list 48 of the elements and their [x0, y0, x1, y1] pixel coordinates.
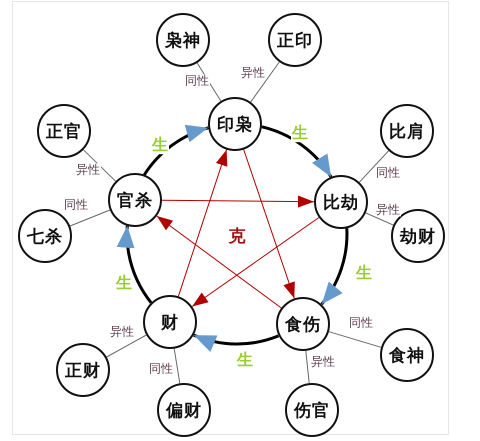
sub-element-circle: 正印 — [268, 13, 322, 67]
sub-element-circle: 七杀 — [18, 209, 72, 263]
edge-label: 同性 — [63, 198, 89, 212]
edge-label: 生 — [151, 136, 169, 154]
curved-arrow — [193, 334, 279, 352]
element-circle: 食伤 — [276, 297, 330, 351]
edge-label: 同性 — [184, 74, 210, 88]
arrow — [162, 196, 314, 208]
edge-label: 异性 — [240, 66, 266, 80]
connector-line — [328, 331, 382, 348]
element-circle: 官杀 — [108, 173, 162, 227]
edge-label: 异性 — [310, 355, 336, 369]
curved-arrow — [143, 126, 209, 176]
connector-line — [358, 150, 390, 183]
connector-line — [305, 350, 310, 384]
sub-element-circle: 正财 — [56, 343, 110, 397]
connector-line — [250, 62, 280, 102]
element-circle: 财 — [143, 295, 197, 349]
connector-line — [82, 149, 116, 182]
arrow — [156, 216, 282, 308]
edge-label: 生 — [355, 264, 373, 282]
edge-label: 同性 — [375, 166, 401, 180]
sub-element-circle: 偏财 — [157, 383, 211, 437]
edge-label: 异性 — [109, 325, 135, 339]
edge-label: 异性 — [375, 203, 401, 217]
connector-line — [174, 348, 180, 384]
arrow — [178, 149, 228, 297]
sub-element-circle: 食神 — [380, 328, 434, 382]
curved-arrow — [118, 226, 152, 304]
sub-element-circle: 比肩 — [380, 104, 434, 158]
sub-element-circle: 正官 — [37, 104, 91, 158]
element-circle: 印枭 — [208, 97, 262, 151]
edge-label: 异性 — [75, 163, 101, 177]
edge-label: 生 — [291, 124, 309, 142]
arrow — [192, 217, 320, 307]
connector-line — [365, 212, 394, 226]
element-circle: 比劫 — [314, 175, 368, 229]
edge-label: 生 — [115, 274, 133, 292]
sub-element-circle: 枭神 — [156, 13, 210, 67]
edge-label: 同性 — [348, 316, 374, 330]
edge-label: 生 — [236, 351, 254, 369]
arrow — [243, 149, 295, 299]
connector-line — [70, 210, 110, 226]
edge-label: 同性 — [148, 362, 174, 376]
curved-arrow — [320, 228, 348, 306]
connector-line — [106, 334, 147, 358]
curved-arrow — [261, 125, 332, 178]
sub-element-circle: 伤官 — [285, 383, 339, 437]
